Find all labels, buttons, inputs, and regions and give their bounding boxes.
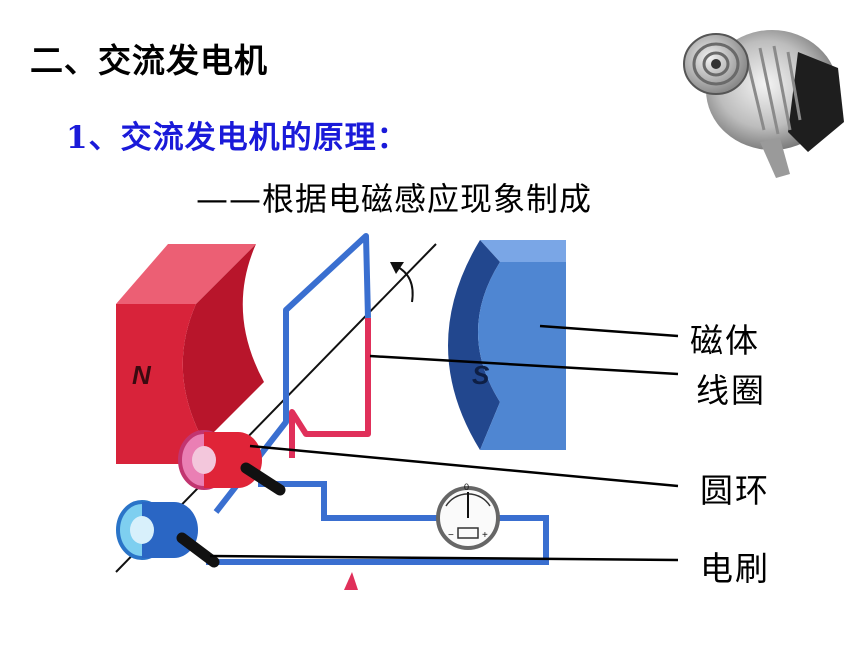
- generator-diagram: N S 0 − +: [115, 233, 566, 590]
- alternator-photo: [683, 30, 844, 178]
- principle-statement: ——根据电磁感应现象制成: [196, 180, 593, 218]
- red-slip-ring: [178, 430, 286, 496]
- circuit-wire-lower: [206, 515, 549, 565]
- meter-minus-terminal: −: [448, 530, 454, 541]
- label-slip-ring: 圆环: [700, 471, 770, 510]
- south-pole-letter: S: [472, 360, 490, 390]
- subheading-text: 、交流发电机的原理：: [88, 120, 409, 156]
- label-brush: 电刷: [700, 549, 770, 588]
- slide-subheading: 1、交流发电机的原理：: [66, 112, 409, 157]
- north-pole-letter: N: [132, 360, 152, 390]
- lower-coil-fragment: [344, 572, 358, 590]
- meter-plus-terminal: +: [482, 530, 488, 541]
- label-coil: 线圈: [696, 371, 766, 410]
- galvanometer: 0 − +: [436, 482, 500, 550]
- blue-slip-ring: [116, 500, 220, 568]
- subheading-number: 1: [66, 120, 89, 156]
- meter-zero-mark: 0: [464, 482, 469, 492]
- south-magnet: S: [448, 240, 566, 450]
- label-magnet: 磁体: [690, 321, 760, 360]
- coil-red-side: [289, 318, 371, 458]
- slide-heading: 二、交流发电机: [30, 41, 268, 80]
- north-magnet: N: [116, 244, 264, 464]
